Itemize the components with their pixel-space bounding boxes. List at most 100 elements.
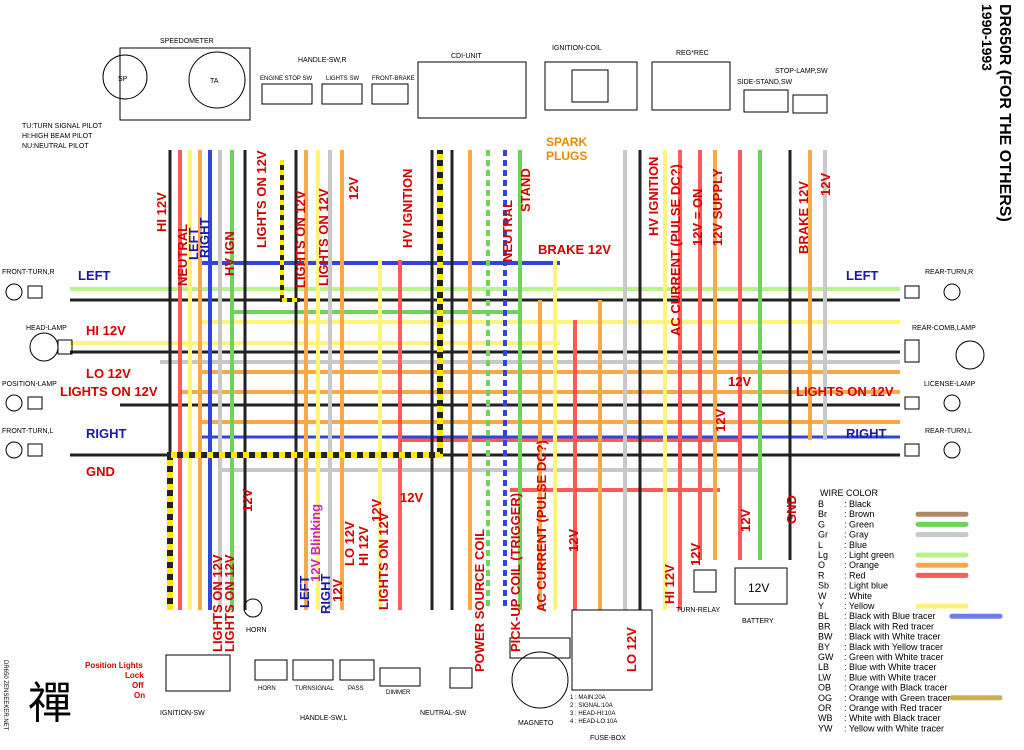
- diagram-years: 1990-1993: [979, 4, 995, 71]
- ignition-position: Off: [132, 681, 144, 690]
- label-horn: HORN: [246, 627, 267, 634]
- legend-code: YW: [818, 723, 833, 733]
- legend-code: OG: [818, 693, 832, 703]
- watermark: DR650 ZENSEEKER.NET: [2, 660, 8, 731]
- annotation: NEUTRAL: [500, 200, 515, 262]
- pilot-note: HI:HIGH BEAM PILOT: [22, 133, 93, 140]
- label-reg-rec: REG*REC: [676, 50, 709, 57]
- legend-code: WB: [818, 713, 833, 723]
- pilot-note: NU:NEUTRAL PILOT: [22, 143, 89, 150]
- legend-code: Br: [818, 509, 827, 519]
- annotation: HV IGNITION: [646, 157, 661, 236]
- legend-name: : Orange: [844, 560, 879, 570]
- legend-code: Y: [818, 601, 824, 611]
- fuse-list: 1 : MAIN:20A 2 : SIGNAL:10A 3 : HEAD-HI:…: [570, 695, 617, 725]
- legend-name: : Brown: [844, 509, 875, 519]
- legend-name: : Orange with Red tracer: [844, 703, 942, 713]
- annotation: PLUGS: [546, 149, 587, 163]
- legend-name: : Green with White tracer: [844, 652, 944, 662]
- annotation: 12V: [728, 374, 751, 389]
- label-front-brake: FRONT-BRAKE: [372, 76, 415, 82]
- horn-symbol: [243, 598, 263, 618]
- annotation: HV IGN: [222, 231, 237, 276]
- legend-name: : Green: [844, 519, 874, 529]
- annotation: 12V: [566, 529, 581, 552]
- annotation: STAND: [518, 168, 533, 212]
- annotation: LEFT: [297, 575, 312, 608]
- label-handle-sw-r: HANDLE-SW,R: [298, 57, 347, 64]
- label-lights-sw: LIGHTS SW: [326, 76, 359, 82]
- component-labels: SPEEDOMETER SP TA HANDLE-SW,R ENGINE STO…: [2, 38, 976, 742]
- label-neutral-sw: NEUTRAL-SW: [420, 710, 467, 717]
- label-rear-comb-lamp: REAR-COMB,LAMP: [912, 325, 976, 332]
- ground-wire-striped: [167, 150, 443, 610]
- legend-code: W: [818, 591, 827, 601]
- wire-bundle: [70, 150, 900, 610]
- annotation: LIGHTS ON 12V: [796, 384, 894, 399]
- label-turn-relay: TURN-RELAY: [676, 607, 721, 614]
- label-pass: PASS: [348, 686, 364, 692]
- speedometer-box: [119, 47, 251, 121]
- annotation: BRAKE 12V: [538, 242, 611, 257]
- legend-code: OR: [818, 703, 832, 713]
- legend-code: GW: [818, 652, 834, 662]
- annotation: LEFT: [186, 227, 201, 260]
- legend-code: G: [818, 519, 825, 529]
- ignition-position: On: [134, 691, 145, 700]
- annotation: HI 12V: [86, 323, 126, 338]
- legend-name: : Orange with Black tracer: [844, 683, 948, 693]
- annotation: RIGHT: [846, 426, 887, 441]
- pilot-notes: TU:TURN SIGNAL PILOT HI:HIGH BEAM PILOT …: [22, 123, 103, 150]
- legend-code: BR: [818, 621, 831, 631]
- label-side-stand-sw: SIDE-STAND,SW: [737, 79, 792, 86]
- label-position-lamp: POSITION-LAMP: [2, 381, 57, 388]
- legend-code: OB: [818, 683, 831, 693]
- legend-name: : Black with White tracer: [844, 632, 941, 642]
- annotation: GND: [86, 464, 115, 479]
- legend-name: : Black with Blue tracer: [844, 611, 936, 621]
- diagram-title: DR650R (FOR THE OTHERS): [996, 4, 1013, 222]
- legend-code: LW: [818, 672, 831, 682]
- magneto-symbol: [511, 651, 569, 709]
- legend-code: LB: [818, 662, 829, 672]
- legend-code: BW: [818, 632, 833, 642]
- annotation: LO 12V: [342, 521, 357, 566]
- label-battery: BATTERY: [742, 618, 774, 625]
- legend-code: B: [818, 499, 824, 509]
- legend-code: Gr: [818, 530, 828, 540]
- annotation: NEUTRAL: [175, 224, 190, 286]
- label-fuse-box: FUSE-BOX: [590, 735, 626, 742]
- fuse-entry: 2 : SIGNAL:10A: [570, 703, 613, 709]
- label-battery-voltage: 12V: [748, 581, 769, 595]
- annotation: 12V: [400, 490, 423, 505]
- annotation: LIGHTS ON 12V: [254, 150, 269, 248]
- legend-name: : White: [844, 591, 872, 601]
- legend-code: L: [818, 540, 823, 550]
- annotation: 12V: [713, 409, 728, 432]
- annotation: 12V Blinking: [308, 504, 323, 582]
- annotation: LIGHTS ON 12V: [60, 384, 158, 399]
- annotation: LIGHTS ON 12V: [316, 188, 331, 286]
- annotation: 12V: [330, 579, 345, 602]
- fuse-entry: 4 : HEAD-LO:10A: [570, 719, 617, 725]
- label-speedometer: SPEEDOMETER: [160, 38, 214, 45]
- annotation: LEFT: [846, 268, 879, 283]
- legend-name: : Yellow: [844, 601, 875, 611]
- legend-code: R: [818, 570, 825, 580]
- ignition-positions: Position Lights Lock Off On: [85, 661, 145, 700]
- battery-symbol: [734, 567, 788, 605]
- annotation: LIGHTS ON 12V: [376, 512, 391, 610]
- annotation: 12V: [369, 499, 384, 522]
- annotation: LIGHTS ON 12V: [210, 554, 225, 652]
- annotation: LIGHTS ON 12V: [222, 554, 237, 652]
- annotation: 12V: [738, 509, 753, 532]
- legend-name: : Light blue: [844, 581, 888, 591]
- label-head-lamp: HEAD-LAMP: [26, 325, 67, 332]
- annotation: 12V = ON: [690, 189, 705, 246]
- label-horn-sw: HORN: [258, 686, 276, 692]
- label-magneto: MAGNETO: [518, 720, 554, 727]
- annotation: 12V: [688, 543, 703, 566]
- label-turnsignal: TURNSIGNAL: [295, 686, 334, 692]
